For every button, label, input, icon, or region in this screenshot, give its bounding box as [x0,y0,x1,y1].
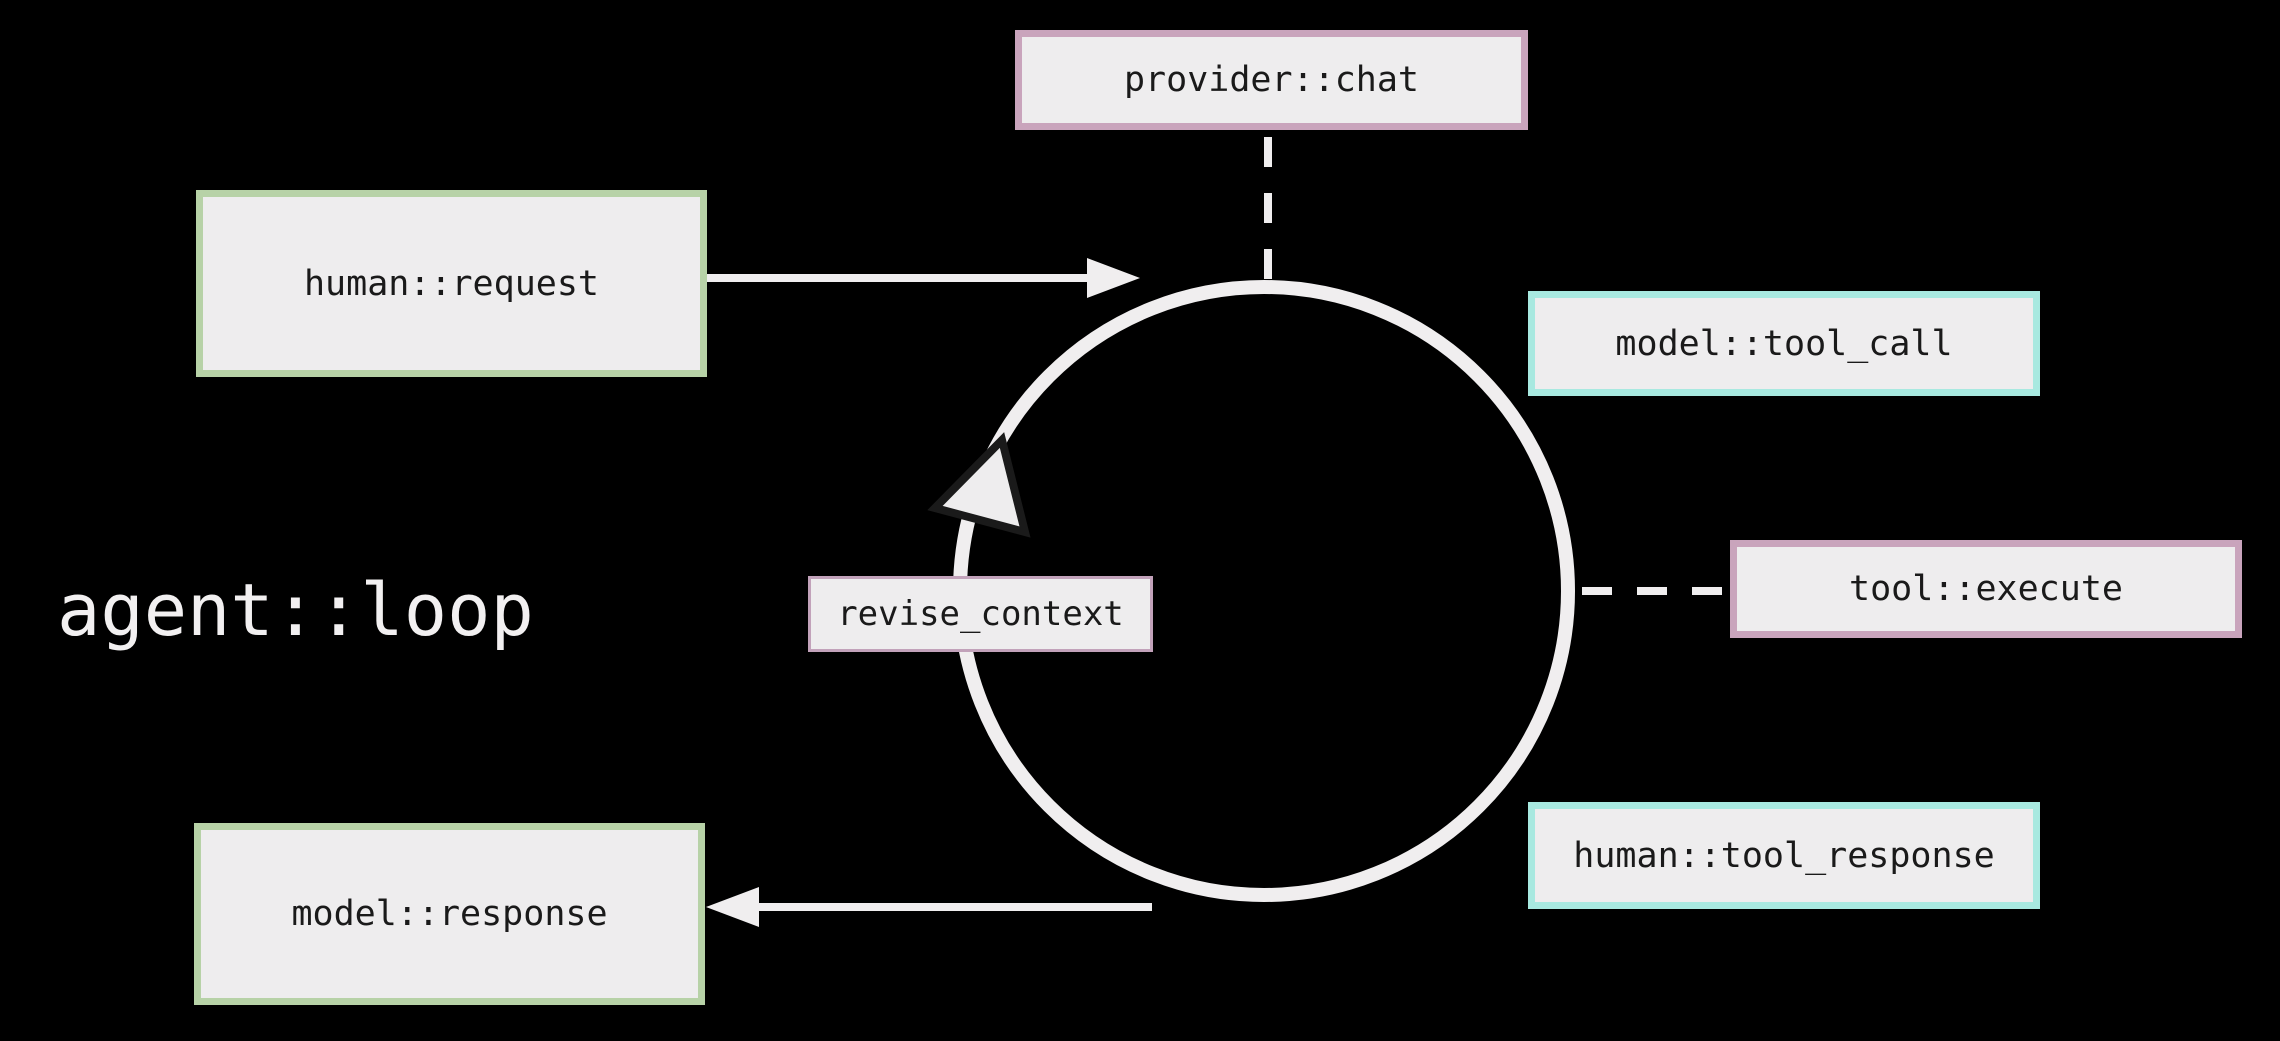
node-provider-chat: provider::chat [1015,30,1528,130]
human-request-arrowhead [1087,258,1140,298]
node-model-tool-call: model::tool_call [1528,291,2040,396]
diagram-title: agent::loop [57,568,534,652]
node-label: human::request [303,263,599,304]
node-model-response: model::response [194,823,705,1005]
node-label: provider::chat [1123,60,1419,100]
node-label: model::response [291,894,608,934]
node-label: human::tool_response [1573,835,1995,876]
node-label: model::tool_call [1615,323,1953,364]
model-response-arrowhead [706,887,759,927]
node-tool-execute: tool::execute [1730,540,2242,638]
node-revise-context: revise_context [808,576,1153,652]
node-human-tool-response: human::tool_response [1528,802,2040,909]
loop-direction-arrowhead [927,432,1031,538]
node-human-request: human::request [196,190,707,377]
node-label: tool::execute [1849,569,2123,609]
node-label: revise_context [837,594,1124,634]
